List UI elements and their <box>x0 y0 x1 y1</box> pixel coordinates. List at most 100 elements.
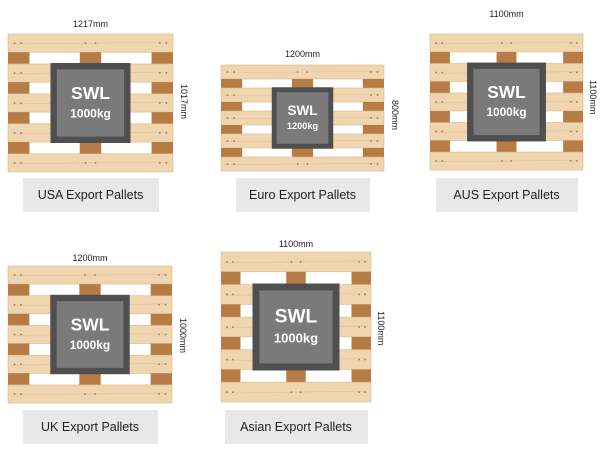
nail <box>441 42 444 44</box>
nail <box>575 160 578 162</box>
nail <box>441 130 444 133</box>
pallet-block <box>221 101 243 112</box>
nail <box>157 303 160 306</box>
nail <box>441 101 444 103</box>
nail <box>158 102 161 104</box>
nail <box>232 358 234 361</box>
nail <box>13 363 16 366</box>
wood-grain <box>11 273 169 277</box>
nail <box>501 160 503 162</box>
pallet-block <box>362 124 384 135</box>
pallet-block <box>8 82 30 94</box>
wood-grain <box>224 260 368 264</box>
nail <box>226 358 228 361</box>
swl-label: SWL <box>71 315 110 335</box>
nail <box>165 72 168 74</box>
nail <box>575 42 578 44</box>
nail <box>370 140 372 142</box>
pallet-block <box>221 147 243 158</box>
nail <box>84 161 87 164</box>
nail <box>232 326 234 328</box>
nail <box>84 274 86 276</box>
nail <box>233 140 235 142</box>
nail <box>94 274 96 276</box>
swl-plate-face <box>473 68 540 136</box>
pallet-caption: Asian Export Pallets <box>224 410 368 444</box>
nail <box>441 71 444 74</box>
nail <box>575 71 578 74</box>
nail <box>358 358 360 361</box>
nail <box>435 130 438 133</box>
nail <box>358 293 360 296</box>
nail <box>306 163 309 165</box>
swl-plate-face <box>56 69 125 137</box>
pallet-block <box>286 271 306 285</box>
pallet-caption: UK Export Pallets <box>22 410 158 444</box>
nail <box>435 42 438 44</box>
pallet-block <box>8 52 30 64</box>
nail <box>226 71 229 73</box>
nail <box>94 393 96 395</box>
nail <box>13 42 16 45</box>
pallet-block <box>79 142 102 154</box>
nail <box>575 101 578 103</box>
nail <box>299 391 302 393</box>
nail <box>13 72 16 74</box>
nail <box>20 72 23 74</box>
pallet-block <box>221 304 241 318</box>
pallet-block <box>563 110 583 123</box>
nail <box>233 163 235 165</box>
wood-grain <box>11 392 169 396</box>
nail <box>13 102 16 104</box>
nail <box>232 293 234 296</box>
nail <box>358 261 360 263</box>
pallet-block <box>496 140 517 153</box>
pallet-block <box>221 271 241 285</box>
nail <box>165 161 168 164</box>
nail <box>370 71 372 73</box>
pallet-block <box>351 271 371 285</box>
nail <box>370 163 372 165</box>
wood-grain <box>224 390 368 394</box>
nail <box>501 42 503 44</box>
nail <box>157 363 160 366</box>
nail <box>376 71 379 73</box>
pallet-block <box>362 101 384 112</box>
nail <box>164 393 167 395</box>
nail <box>575 130 578 133</box>
nail <box>226 117 229 119</box>
length-dimension-label: 1000mm <box>178 318 188 354</box>
nail <box>441 160 444 162</box>
nail <box>358 326 360 328</box>
swl-plate-face <box>276 92 329 144</box>
nail <box>20 333 23 336</box>
pallet-block <box>221 124 243 135</box>
nail <box>364 358 366 361</box>
nail <box>376 140 379 142</box>
pallet-block <box>221 78 243 89</box>
swl-label: SWL <box>71 83 110 103</box>
nail <box>435 71 438 74</box>
pallet-block <box>150 343 172 356</box>
pallet-block <box>221 369 241 383</box>
nail <box>358 391 360 393</box>
nail <box>510 160 512 162</box>
pallet-block <box>563 81 583 94</box>
nail <box>165 42 168 45</box>
pallet-block <box>151 142 173 154</box>
nail <box>232 391 234 393</box>
nail <box>157 274 160 276</box>
nail <box>164 274 167 276</box>
nail <box>226 140 229 142</box>
wood-grain <box>11 161 170 165</box>
pallet-block <box>150 313 172 326</box>
nail <box>20 102 23 104</box>
pallet-caption: Euro Export Pallets <box>235 178 370 212</box>
nail <box>376 94 379 96</box>
nail <box>226 163 229 165</box>
nail <box>370 117 372 119</box>
wood-grain <box>224 70 381 74</box>
pallet-block <box>563 140 583 153</box>
pallet-block <box>8 343 30 356</box>
